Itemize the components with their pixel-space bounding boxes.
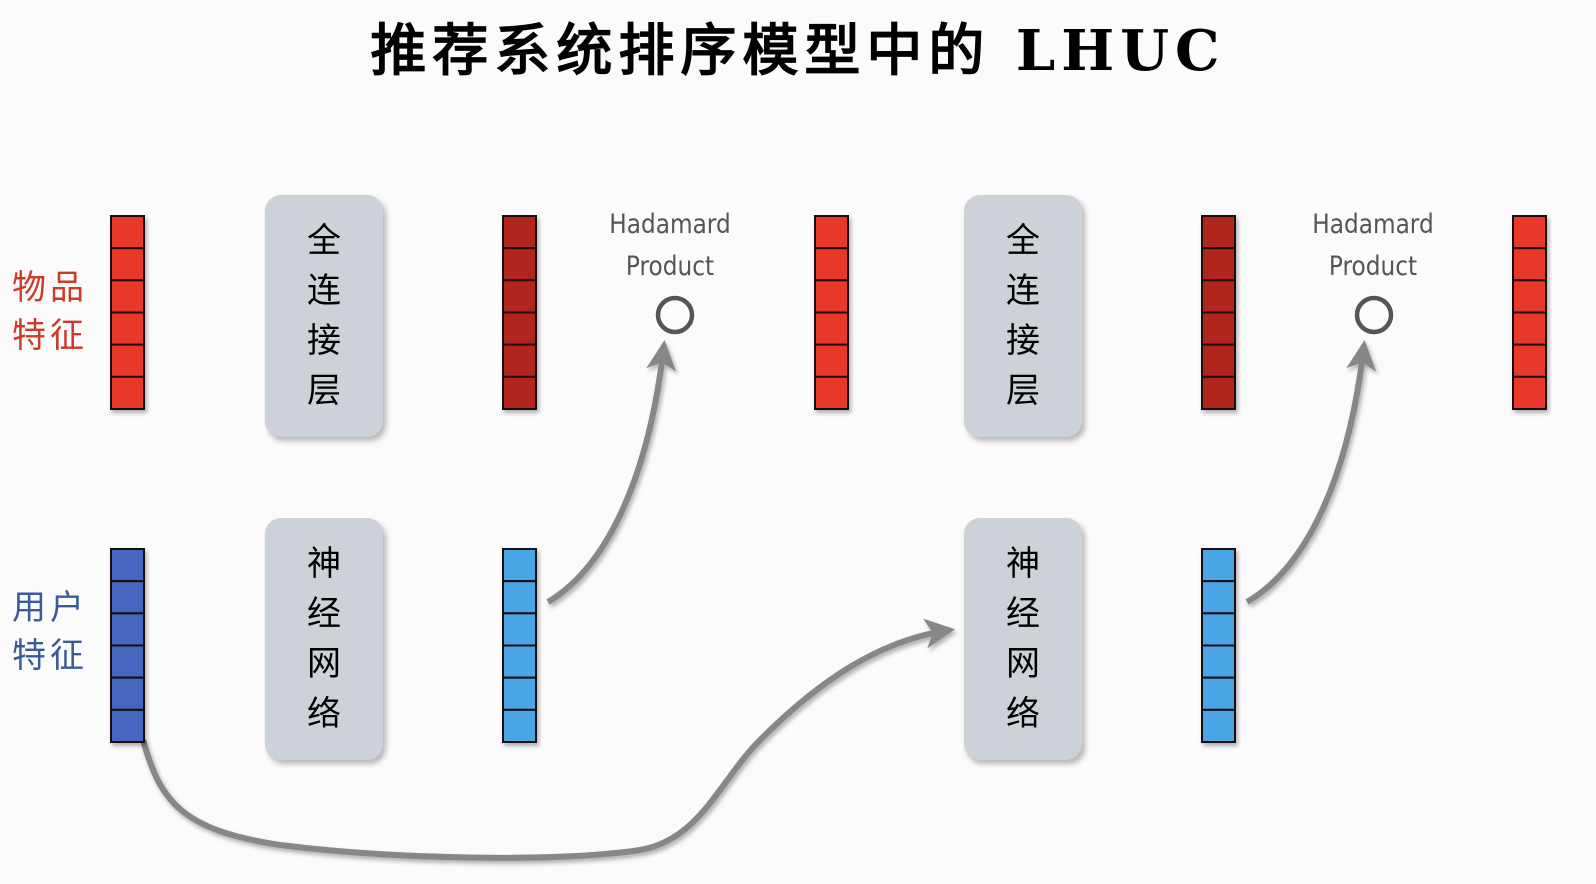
hadamard-line2: Product	[1328, 251, 1418, 282]
vector-cell	[110, 644, 145, 679]
final-output-vector	[1512, 215, 1547, 411]
nn-char: 经	[1006, 594, 1040, 634]
neural-net-box-2: 神 经 网 络	[964, 518, 1082, 760]
vector-cell	[110, 279, 145, 314]
vector-cell	[1201, 548, 1236, 583]
vector-cell	[1201, 708, 1236, 743]
vector-cell	[1512, 375, 1547, 411]
item-feature-vector	[110, 215, 145, 411]
vector-cell	[1512, 311, 1547, 346]
vector-cell	[1201, 279, 1236, 314]
vector-cell	[1512, 247, 1547, 282]
arrow-user-to-nn2	[140, 618, 955, 861]
vector-cell	[1201, 375, 1236, 411]
vector-cell	[814, 311, 849, 346]
vector-cell	[1201, 612, 1236, 647]
nn-char: 络	[307, 694, 341, 734]
vector-cell	[1201, 343, 1236, 378]
vector-cell	[1201, 580, 1236, 615]
fc-output-vector-2	[1201, 215, 1236, 411]
nn-output-vector-2	[1201, 548, 1236, 743]
vector-cell	[1512, 343, 1547, 378]
vector-cell	[1201, 247, 1236, 282]
vector-cell	[110, 708, 145, 743]
vectors-layer	[110, 215, 1547, 743]
fc-char: 接	[1006, 321, 1040, 361]
vector-cell	[814, 279, 849, 314]
vector-cell	[110, 548, 145, 583]
hadamard-label-1: Hadamard Product	[593, 204, 748, 288]
nn-char: 经	[307, 594, 341, 634]
vector-cell	[110, 580, 145, 615]
fc-char: 连	[307, 271, 341, 311]
vector-cell	[1512, 215, 1547, 250]
vector-cell	[502, 580, 537, 615]
vector-cell	[502, 215, 537, 250]
vector-cell	[110, 676, 145, 711]
item-features-label-line1: 物品	[12, 268, 88, 308]
fc-char: 层	[307, 371, 341, 411]
nn-char: 网	[1006, 644, 1040, 684]
hadamard-output-vector-1	[814, 215, 849, 411]
vector-cell	[1201, 311, 1236, 346]
item-features-label-line2: 特征	[12, 316, 88, 356]
vector-cell	[1201, 215, 1236, 250]
fc-char: 全	[1006, 221, 1040, 261]
arrow-nn2-to-hadamard2	[1245, 340, 1377, 605]
vector-cell	[1512, 279, 1547, 314]
arrows-layer	[140, 298, 1501, 861]
nn-char: 神	[1006, 544, 1040, 584]
hadamard-line1: Hadamard	[609, 209, 731, 240]
fc-char: 层	[1006, 371, 1040, 411]
hadamard-line2: Product	[625, 251, 715, 282]
nn-char: 神	[307, 544, 341, 584]
fc-char: 接	[307, 321, 341, 361]
vector-cell	[502, 375, 537, 411]
vector-cell	[1201, 676, 1236, 711]
vector-cell	[502, 708, 537, 743]
fc-char: 连	[1006, 271, 1040, 311]
vector-cell	[110, 215, 145, 250]
vector-cell	[502, 644, 537, 679]
vector-cell	[502, 311, 537, 346]
vector-cell	[814, 375, 849, 411]
nn-output-vector-1	[502, 548, 537, 743]
arrow-nn1-to-hadamard1	[546, 340, 677, 605]
hadamard-line1: Hadamard	[1312, 209, 1434, 240]
vector-cell	[502, 343, 537, 378]
vector-cell	[814, 215, 849, 250]
vector-cell	[110, 612, 145, 647]
fc-output-vector-1	[502, 215, 537, 411]
vector-cell	[814, 247, 849, 282]
vector-cell	[502, 247, 537, 282]
vector-cell	[502, 279, 537, 314]
fc-layer-box-1: 全 连 接 层	[265, 195, 383, 437]
fc-char: 全	[307, 221, 341, 261]
vector-cell	[1201, 644, 1236, 679]
vector-cell	[502, 676, 537, 711]
item-features-label: 物品 特征	[12, 264, 88, 360]
page-title: 推荐系统排序模型中的 LHUC	[370, 18, 1226, 84]
vector-cell	[110, 375, 145, 411]
vector-cell	[502, 612, 537, 647]
user-features-label: 用户 特征	[12, 584, 88, 680]
vector-cell	[110, 343, 145, 378]
hadamard-ops-layer	[655, 295, 1394, 335]
hadamard-label-2: Hadamard Product	[1296, 204, 1451, 288]
user-features-label-line2: 特征	[12, 636, 88, 676]
hadamard-op-circle-1	[655, 295, 695, 335]
vector-cell	[502, 548, 537, 583]
nn-char: 络	[1006, 694, 1040, 734]
neural-net-box-1: 神 经 网 络	[265, 518, 383, 760]
vector-cell	[814, 343, 849, 378]
user-features-label-line1: 用户	[12, 588, 88, 628]
vector-cell	[110, 311, 145, 346]
user-feature-vector	[110, 548, 145, 743]
fc-layer-box-2: 全 连 接 层	[964, 195, 1082, 437]
nn-char: 网	[307, 644, 341, 684]
vector-cell	[110, 247, 145, 282]
hadamard-op-circle-2	[1354, 295, 1394, 335]
